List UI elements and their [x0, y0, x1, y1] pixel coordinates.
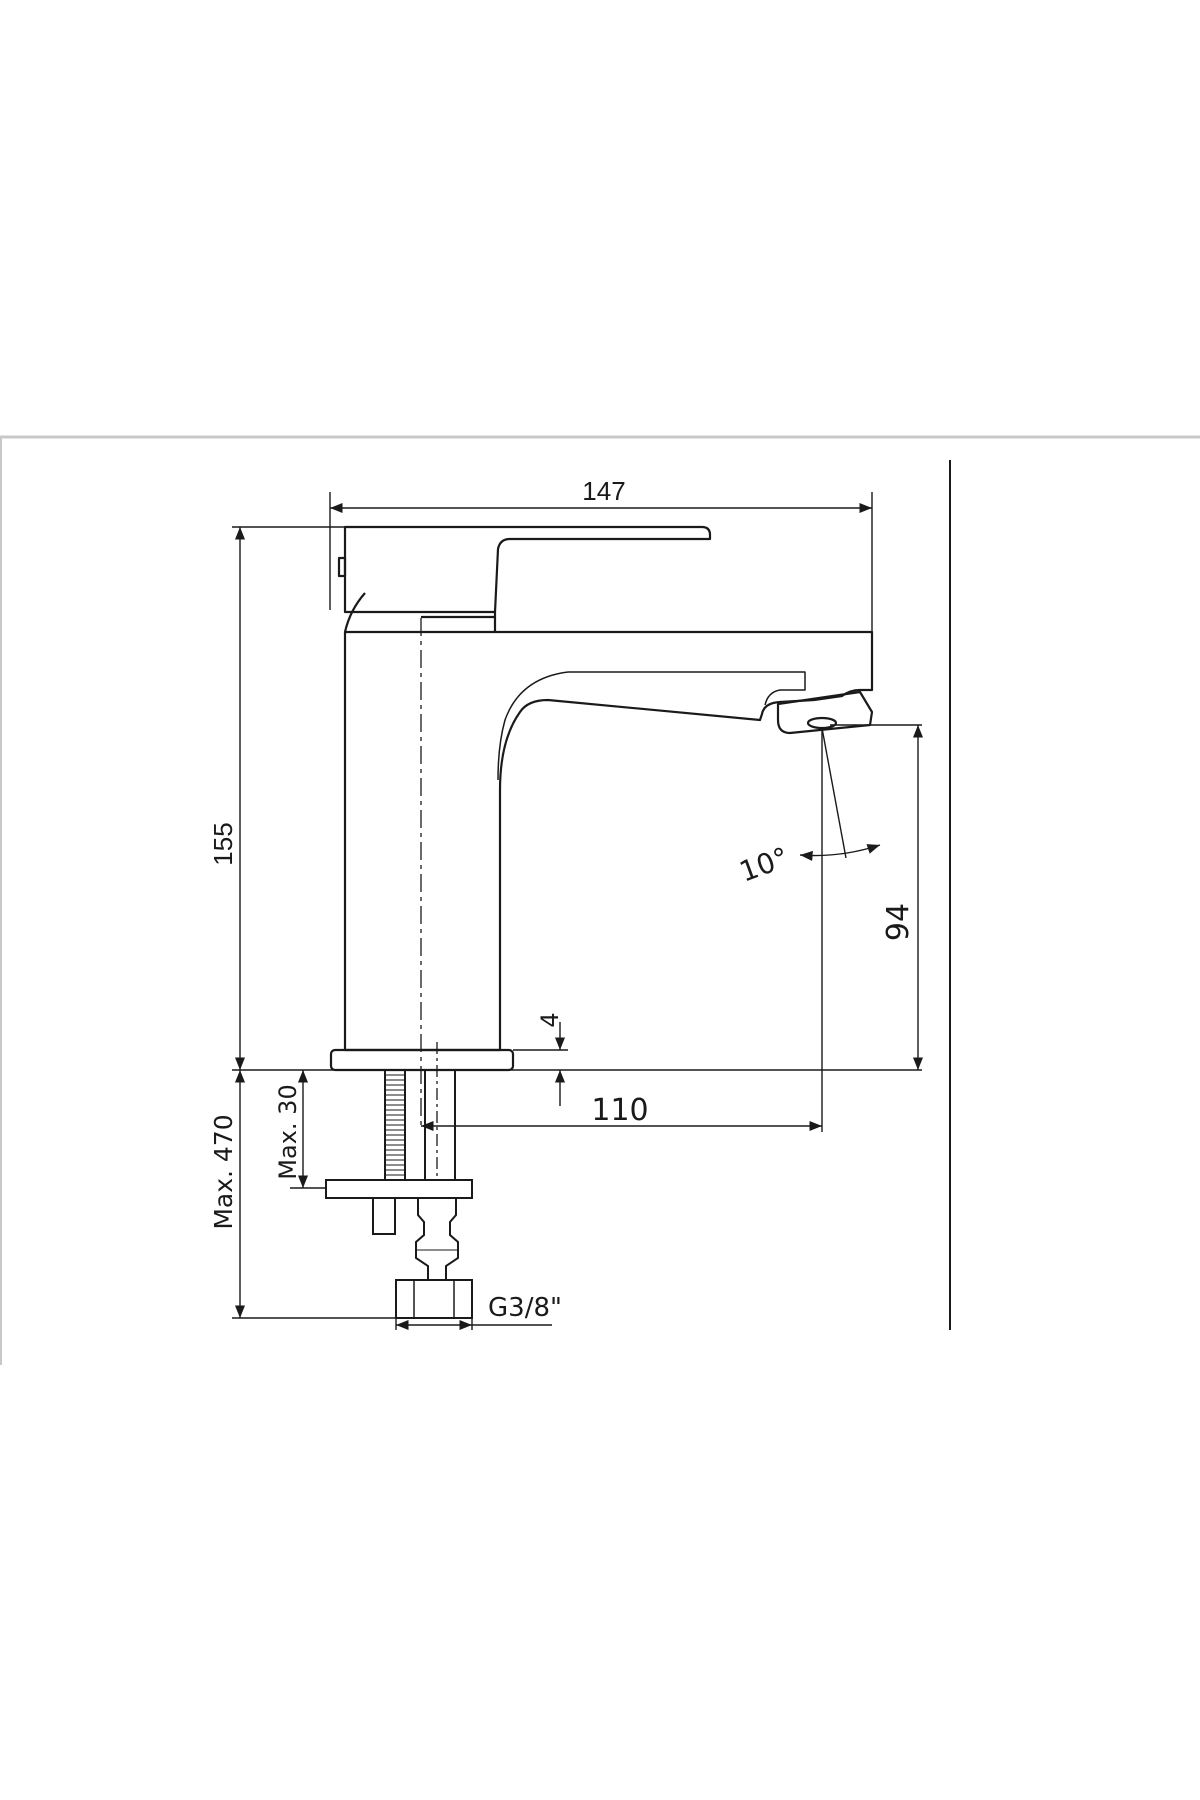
fixing-nut [372, 1197, 396, 1235]
aerator-outlet [806, 716, 838, 730]
dim-label-deck-thickness: Max. 30 [274, 1084, 302, 1179]
cap-button [337, 556, 347, 578]
dim-label-thread-size: G3/8" [488, 1293, 562, 1323]
faucet-outline [329, 525, 874, 1072]
spout-highlight [568, 671, 806, 706]
dim-label-outlet-angle: 10° [735, 841, 793, 889]
dim-label-spout-height: 94 [881, 903, 916, 941]
base-plate [329, 1048, 515, 1072]
dim-label-spout-reach: 110 [591, 1093, 648, 1128]
dim-label-hose-length: Max. 470 [209, 1114, 238, 1229]
outlet-angle-arc [799, 844, 881, 861]
mounting-hardware [325, 1069, 473, 1319]
aerator [776, 690, 874, 735]
thread-marks [385, 1074, 405, 1176]
dim-label-base-thickness: 4 [536, 1012, 564, 1027]
fixing-plate [325, 1179, 473, 1199]
outlet-angle-line [821, 727, 847, 859]
cap-base [343, 592, 366, 633]
lever-handle [343, 525, 712, 614]
dim-label-height-total: 155 [208, 822, 238, 865]
hex-nut [395, 1279, 473, 1319]
dim-label-width-top: 147 [582, 476, 625, 506]
hose-connector [415, 1197, 459, 1281]
dimension-lines [232, 492, 924, 1331]
supply-tube [424, 1069, 456, 1181]
faucet-body [343, 630, 874, 1052]
